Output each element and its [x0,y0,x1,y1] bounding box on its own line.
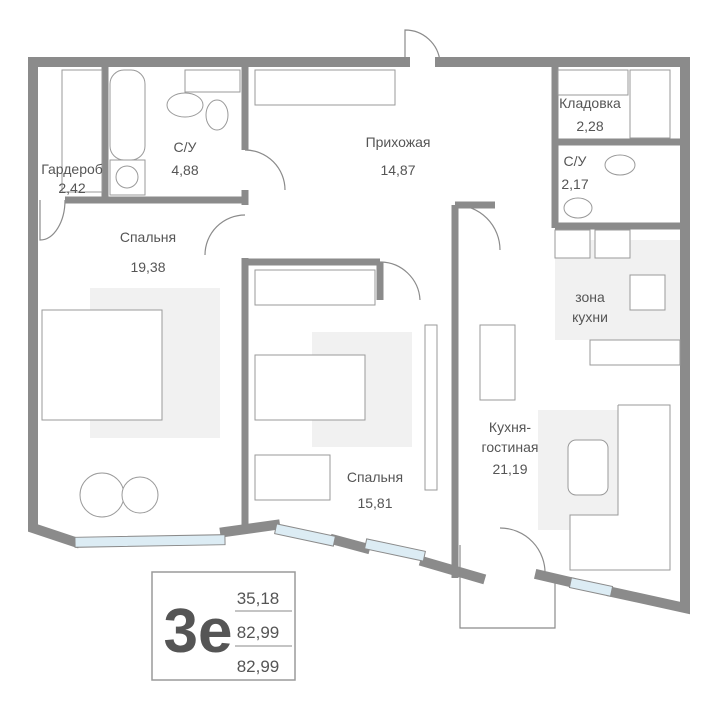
area-bedroom1: 19,38 [130,259,165,275]
sofa [569,404,671,571]
total-area-2: 82,99 [237,657,280,676]
area-bathroom2: 2,17 [561,176,588,192]
area-hallway: 14,87 [380,162,415,178]
area-wardrobe: 2,42 [58,180,85,196]
furniture [41,69,681,571]
area-bathroom1: 4,88 [171,162,198,178]
label-kitchen-zone-2: кухни [572,309,608,325]
doors [39,29,546,576]
label-bedroom1: Спальня [120,229,176,245]
label-kitchen-zone-1: зона [575,289,605,305]
apartment-type: 3е [164,597,233,666]
room-labels: Гардероб 2,42 С/У 4,88 Прихожая 14,87 Кл… [41,95,621,511]
armchair [79,472,125,518]
label-kitchen-living-1: Кухня- [489,419,531,435]
wardrobe-bedroom2 [424,324,438,491]
apartment-info-box: 3е 35,18 82,99 82,99 [151,571,296,681]
bed-1 [41,309,163,421]
label-storage: Кладовка [559,95,621,111]
label-bedroom2: Спальня [347,469,403,485]
closet-bedroom2 [254,269,376,306]
cooktop [629,274,666,311]
interior-walls [65,62,685,578]
dining-table [479,324,516,401]
area-storage: 2,28 [576,118,603,134]
shower [184,69,241,93]
label-bathroom2: С/У [564,153,587,169]
coffee-table [567,439,609,496]
total-area: 82,99 [237,623,280,642]
stove [554,229,591,259]
closet-hallway [254,69,396,106]
toilet-2 [604,154,636,176]
label-wardrobe: Гардероб [41,161,103,177]
desk [254,454,331,501]
label-hallway: Прихожая [366,134,431,150]
sink-2 [563,197,593,219]
label-bathroom1: С/У [174,139,197,155]
wardrobe-rack [61,69,103,193]
balcony [459,545,556,629]
bar-counter [589,339,681,366]
round-table [121,476,159,514]
kitchen-sink [594,229,631,259]
sink [166,92,204,118]
toilet [205,99,229,131]
windows [74,523,614,597]
living-area: 35,18 [237,589,280,608]
storage-shelf [557,69,629,96]
area-kitchen-living: 21,19 [492,461,527,477]
bathtub [109,69,146,161]
storage-rack [629,69,671,139]
bed-2 [254,354,366,421]
label-kitchen-living-2: гостиная [482,439,539,455]
area-bedroom2: 15,81 [357,495,392,511]
